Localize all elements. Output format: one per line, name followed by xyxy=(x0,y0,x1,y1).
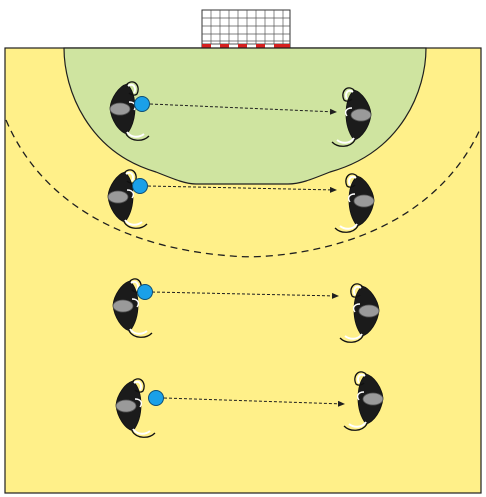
pass-arrow-2 xyxy=(147,185,337,193)
free-throw-line xyxy=(5,119,481,258)
ball-4 xyxy=(148,390,164,406)
pass-arrow-4 xyxy=(163,397,345,407)
balls xyxy=(132,96,164,406)
pass-arrow-3 xyxy=(151,291,339,299)
ball-1 xyxy=(134,96,150,112)
ball-2 xyxy=(132,178,148,194)
ball-3 xyxy=(137,284,153,300)
goal-area xyxy=(63,47,427,185)
pass-arrow-1 xyxy=(149,103,337,115)
goal-net xyxy=(201,9,291,49)
pass-arrows xyxy=(147,103,345,407)
